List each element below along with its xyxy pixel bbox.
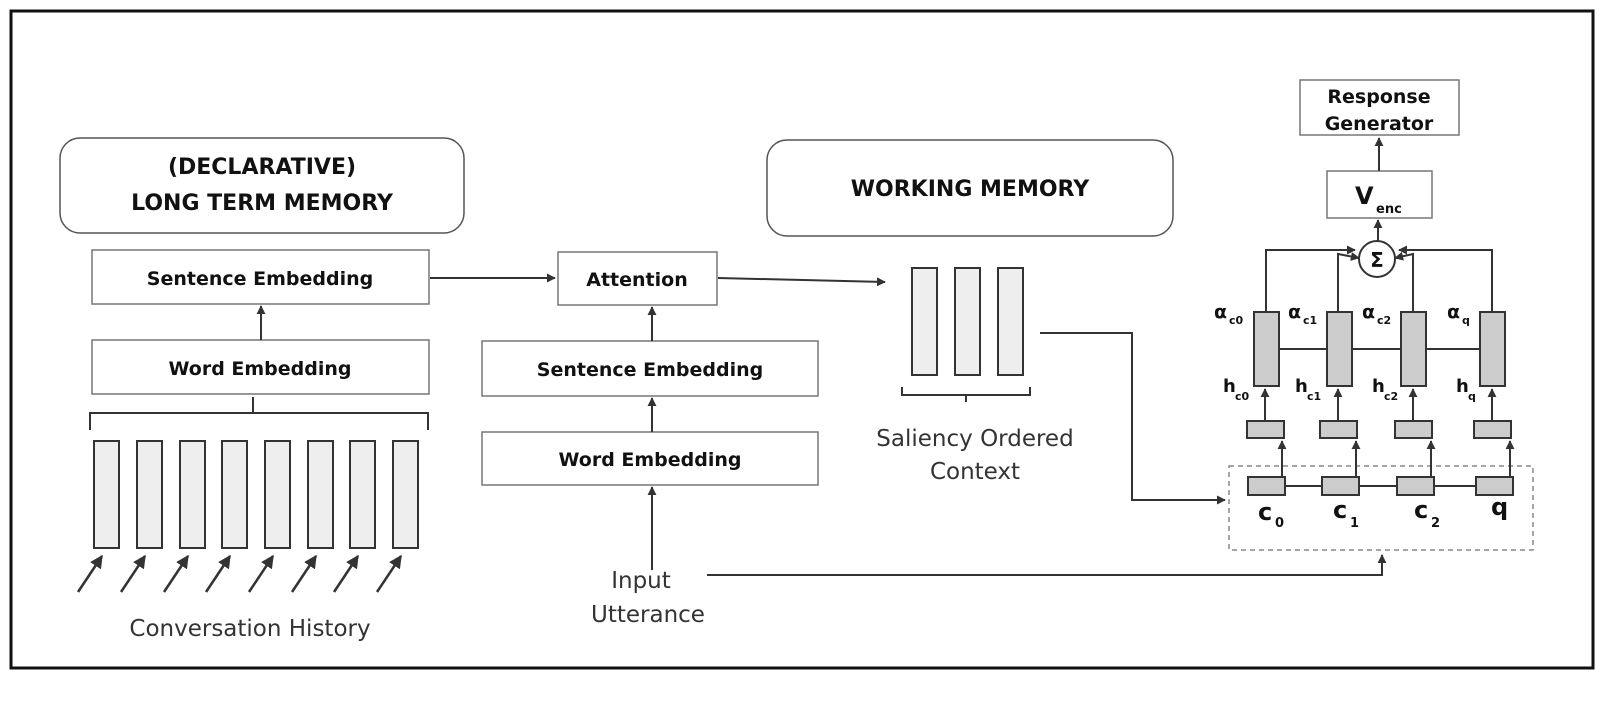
alpha-c0-symbol: α: [1214, 301, 1227, 323]
history-vector: [349, 440, 376, 549]
context-bracket: [901, 387, 1031, 396]
hidden-state-bar-q: [1479, 311, 1506, 387]
conversation-history-caption: Conversation History: [129, 616, 370, 642]
left-word-embedding-box: [91, 339, 430, 395]
v-enc-main-label: V: [1355, 182, 1374, 210]
long-term-memory-title-line1: (DECLARATIVE): [168, 155, 356, 180]
context-vector: [954, 267, 981, 376]
h-c0-symbol: h: [1223, 376, 1236, 397]
long-term-memory-box: [59, 137, 465, 234]
h-c2-symbol: h: [1372, 376, 1385, 397]
left-word-embedding-label: Word Embedding: [168, 358, 351, 380]
hidden-state-bar-c1: [1326, 311, 1353, 387]
history-vector: [221, 440, 248, 549]
context-vector: [997, 267, 1024, 376]
history-bracket: [89, 412, 429, 430]
input-c2-label: c: [1414, 496, 1428, 524]
encoder-input-region: [1228, 465, 1534, 551]
input-c1-label: c: [1333, 496, 1347, 524]
saliency-context-vectors: [911, 267, 1024, 376]
alpha-c2-subscript: c2: [1377, 314, 1391, 327]
h-q-symbol: h: [1456, 376, 1469, 397]
response-generator-label-line2: Generator: [1325, 113, 1434, 135]
history-input-arrow: [247, 554, 275, 593]
alpha-q-symbol: α: [1447, 301, 1460, 323]
context-to-encoder-arrow: [1040, 332, 1226, 505]
alpha-c0-subscript: c0: [1229, 314, 1244, 327]
alpha-q-to-sum-arrow: [1398, 245, 1493, 312]
input-to-encoder-arrow: [707, 554, 1387, 576]
h-c1-subscript: c1: [1307, 390, 1321, 403]
hidden-state-bar-c2: [1400, 311, 1427, 387]
middle-sentence-embedding-label: Sentence Embedding: [537, 359, 763, 381]
history-input-arrow: [375, 554, 403, 593]
input-cell-c1: [1321, 476, 1360, 496]
history-vector: [392, 440, 419, 549]
input-q-label: q: [1491, 493, 1508, 521]
history-vector: [307, 440, 334, 549]
input-c2-subscript: 2: [1431, 516, 1440, 531]
middle-word-embedding-box: [481, 431, 819, 486]
alpha-c1-symbol: α: [1288, 301, 1301, 323]
history-vector: [179, 440, 206, 549]
history-vectors: [93, 440, 419, 549]
input-c1-subscript: 1: [1350, 516, 1359, 531]
h-c1-symbol: h: [1295, 376, 1308, 397]
attention-to-context-arrow: [717, 277, 886, 287]
left-sentence-embedding-box: [91, 249, 430, 305]
history-input-arrow: [119, 554, 147, 593]
history-vector: [264, 440, 291, 549]
history-input-arrow: [332, 554, 360, 593]
history-input-arrow: [76, 554, 104, 593]
saliency-context-label-line1: Saliency Ordered: [876, 426, 1073, 452]
history-input-arrow: [290, 554, 318, 593]
alpha-c1-to-sum-arrow: [1337, 252, 1360, 312]
alpha-c1-subscript: c1: [1303, 314, 1317, 327]
input-cell-c2: [1396, 476, 1435, 496]
left-sentence-embedding-label: Sentence Embedding: [147, 268, 373, 290]
attention-box: [557, 251, 718, 306]
encoder-cell-c1: [1319, 420, 1358, 439]
middle-sentence-embedding-box: [481, 340, 819, 397]
encoder-cell-c2: [1394, 420, 1433, 439]
input-c0-subscript: 0: [1275, 516, 1284, 531]
attention-label: Attention: [586, 269, 687, 291]
working-memory-title: WORKING MEMORY: [851, 177, 1091, 202]
alpha-c0-to-sum-arrow: [1265, 245, 1356, 312]
history-vector: [93, 440, 120, 549]
input-utterance-label-line1: Input: [611, 568, 671, 594]
saliency-context-label-line2: Context: [930, 459, 1020, 485]
alpha-c2-symbol: α: [1362, 301, 1375, 323]
context-vector: [911, 267, 938, 376]
history-input-arrow: [204, 554, 232, 593]
response-generator-label-line1: Response: [1327, 86, 1430, 108]
middle-word-embedding-label: Word Embedding: [558, 449, 741, 471]
long-term-memory-title-line2: LONG TERM MEMORY: [131, 191, 394, 216]
hidden-state-bar-c0: [1253, 311, 1280, 387]
history-input-arrows: [76, 554, 403, 593]
h-c2-subscript: c2: [1384, 390, 1398, 403]
history-vector: [136, 440, 163, 549]
history-input-arrow: [162, 554, 190, 593]
outer-frame: [9, 9, 1595, 670]
sum-symbol: Σ: [1370, 248, 1384, 272]
v-enc-box: [1326, 170, 1433, 219]
alpha-q-subscript: q: [1462, 314, 1470, 327]
encoder-cell-q: [1473, 420, 1512, 439]
encoder-cell-c0: [1246, 420, 1285, 439]
working-memory-box: [766, 139, 1174, 237]
alpha-c2-to-sum-arrow: [1394, 251, 1414, 312]
h-q-subscript: q: [1468, 390, 1476, 403]
input-cell-q: [1475, 476, 1514, 496]
v-enc-subscript: enc: [1376, 202, 1402, 217]
input-c0-label: c: [1258, 498, 1272, 526]
input-cell-c0: [1247, 476, 1286, 496]
h-c0-subscript: c0: [1235, 390, 1250, 403]
input-utterance-label-line2: Utterance: [591, 602, 705, 628]
response-generator-box: [1299, 79, 1460, 136]
